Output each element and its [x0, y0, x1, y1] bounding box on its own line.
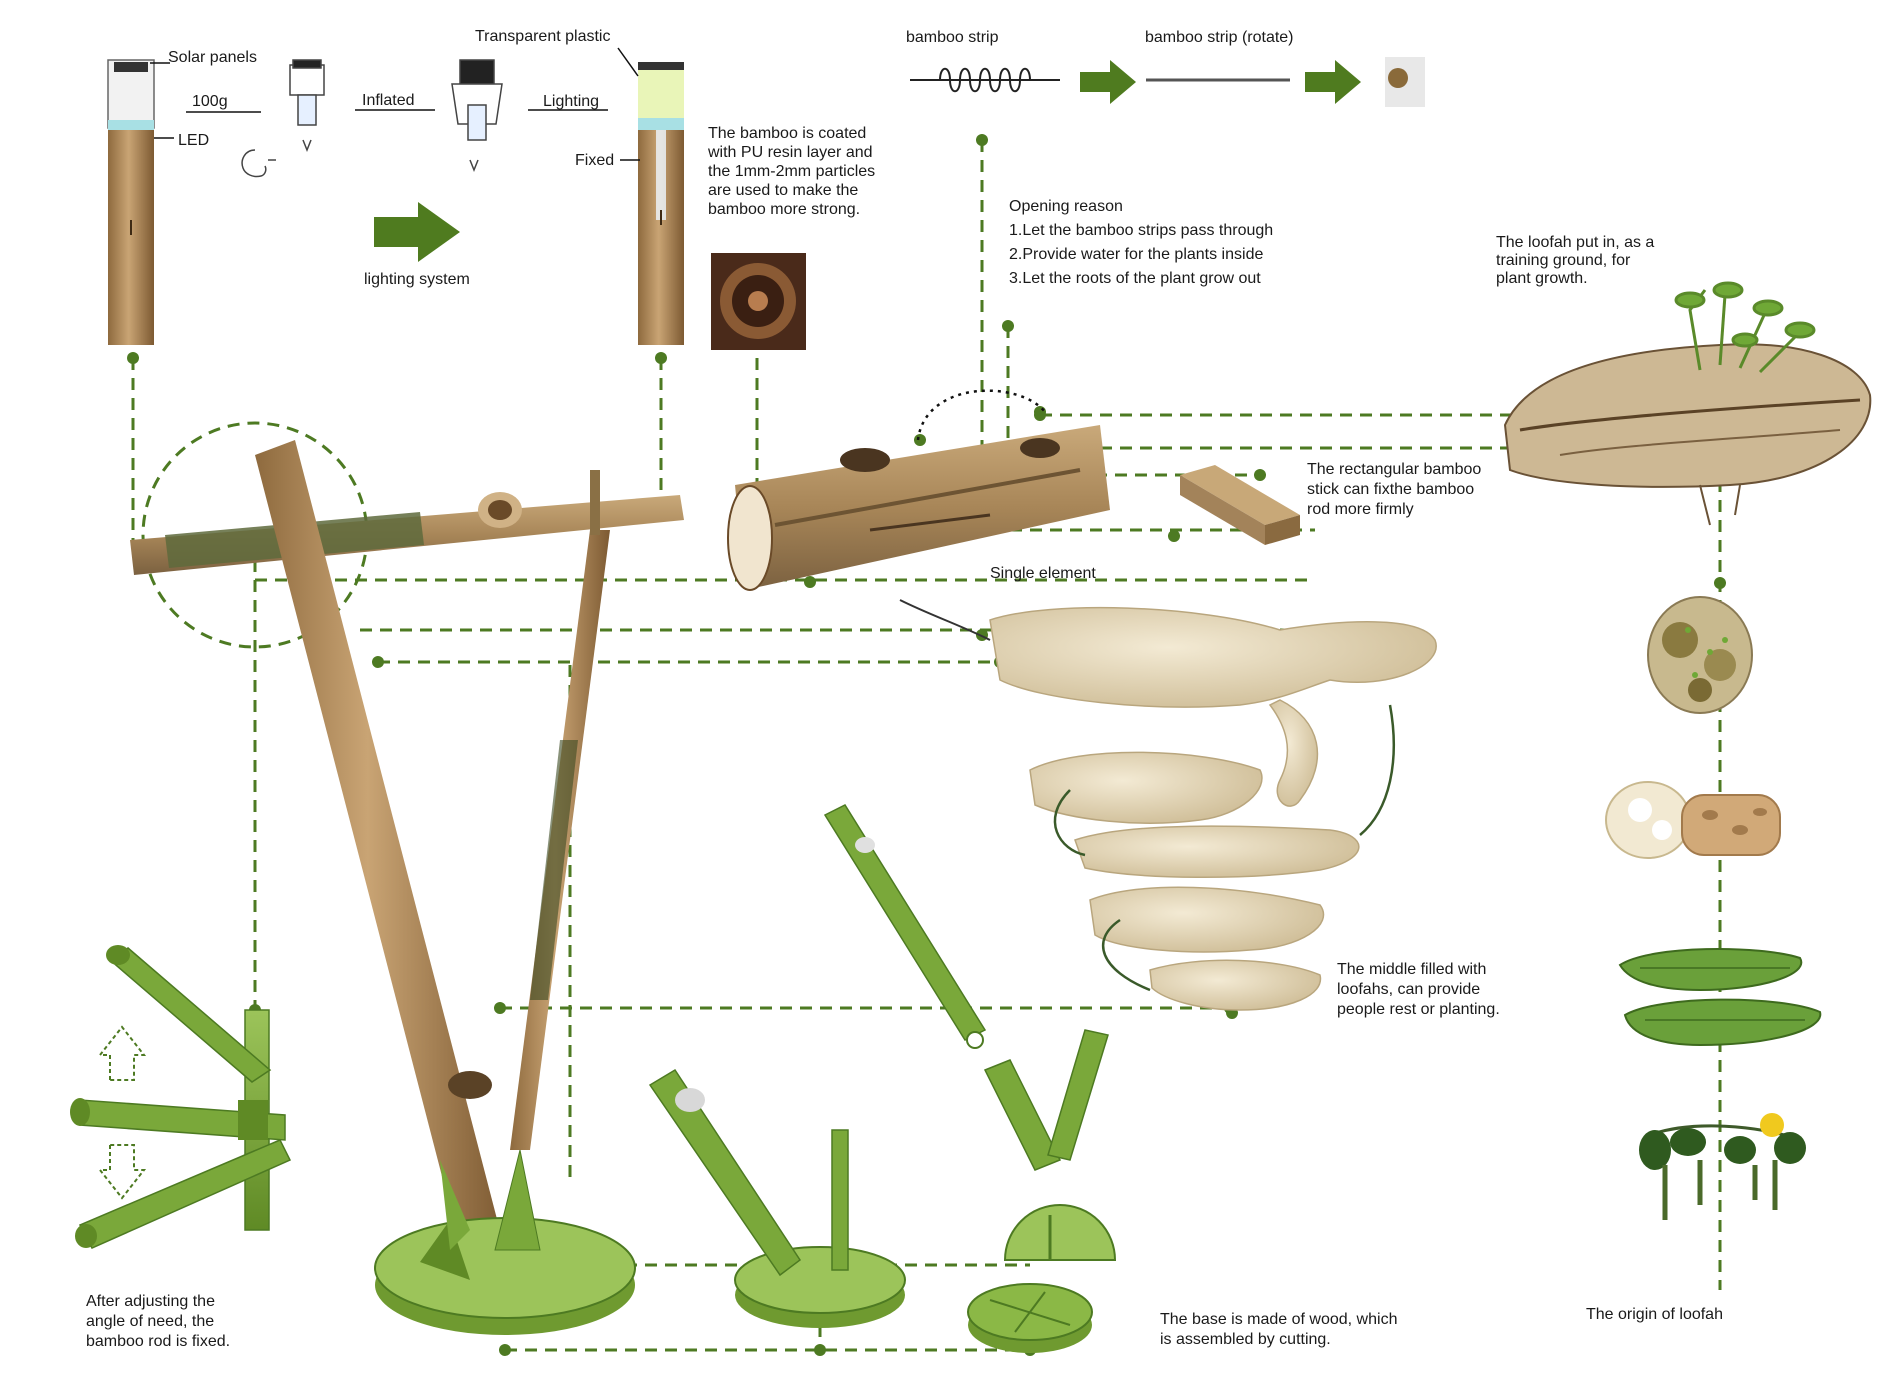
dotted-strip-arc — [916, 389, 1046, 441]
label-origin-loofah: The origin of loofah — [1586, 1306, 1723, 1323]
label-rect-stick: The rectangular bamboo stick can fixthe … — [1307, 461, 1482, 518]
label-lighting-system: lighting system — [364, 271, 470, 288]
pole-base-model-3 — [823, 804, 1117, 1261]
main-bamboo-structure — [130, 440, 684, 1265]
rectangular-bamboo-stick — [1180, 465, 1300, 545]
lighting-tube-right — [638, 62, 684, 345]
green-arrow-2 — [1305, 60, 1361, 104]
bamboo-strip-spiral — [910, 67, 1060, 93]
adjustable-joint-model — [70, 945, 292, 1249]
label-led: LED — [178, 132, 210, 149]
pole-base-model-2 — [648, 1068, 906, 1328]
label-loofah-training: The loofah put in, as a training ground,… — [1496, 234, 1655, 287]
lighting-tube-left — [107, 59, 155, 345]
label-single-element: Single element — [990, 565, 1096, 582]
label-transparent-plastic: Transparent plastic — [475, 28, 611, 45]
label-solar-panels: Solar panels — [168, 49, 257, 66]
solar-lamp-icon — [289, 59, 325, 153]
adjust-arrows-icon — [97, 1025, 147, 1200]
label-pu-coating: The bamboo is coated with PU resin layer… — [708, 125, 876, 218]
loofah-cluster-photo — [899, 599, 1437, 1011]
label-fixed: Fixed — [575, 152, 615, 169]
bamboo-crosssection-photo — [711, 253, 806, 350]
single-element-bamboo — [727, 425, 1110, 591]
label-bamboo-strip-rotate: bamboo strip (rotate) — [1145, 29, 1294, 46]
loofah-slice-sprouting — [1647, 596, 1753, 714]
label-base-wood: The base is made of wood, which is assem… — [1160, 1311, 1398, 1348]
wood-base-disc-model — [967, 1283, 1093, 1353]
loofah-dried-sponges — [1605, 781, 1781, 859]
label-opening-reason: Opening reason 1.Let the bamboo strips p… — [1009, 198, 1274, 287]
loofah-plant-photo — [1503, 281, 1872, 526]
green-arrow-1 — [1080, 60, 1136, 104]
green-loofah-vegetables — [1618, 948, 1822, 1047]
lighting-system-arrow — [374, 202, 460, 262]
label-weight: 100g — [192, 93, 228, 110]
person-blowing-icon — [241, 149, 276, 178]
label-adjusting: After adjusting the angle of need, the b… — [86, 1293, 231, 1350]
strip-knot-photo — [1385, 57, 1425, 107]
loofah-vine-photo — [1639, 1113, 1806, 1220]
leader-lines-top — [150, 47, 640, 161]
main-base-model — [374, 1149, 636, 1335]
label-lighting: Lighting — [543, 93, 600, 110]
label-middle-filled: The middle filled with loofahs, can prov… — [1337, 961, 1500, 1018]
inflated-lamp-icon — [451, 59, 503, 173]
label-bamboo-strip: bamboo strip — [906, 29, 999, 46]
label-inflated: Inflated — [362, 92, 415, 109]
